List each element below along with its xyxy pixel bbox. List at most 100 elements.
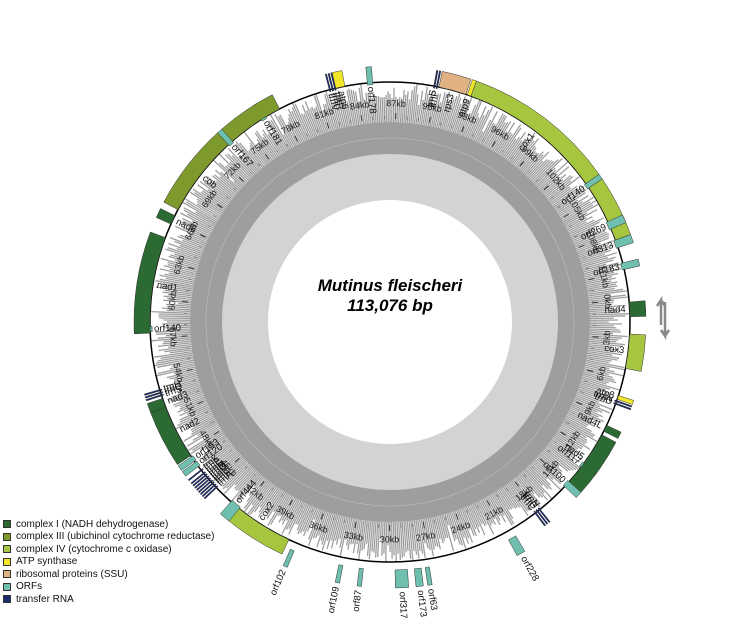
tick-mark [560,431,566,436]
legend-item: complex III (ubichinol cytochrome reduct… [3,531,214,544]
legend-swatch [3,520,11,529]
gene-trnS [433,69,439,89]
minor-tick [207,225,211,228]
tick-label: 30kb [380,534,400,544]
minor-tick [222,440,226,443]
minor-tick [547,449,550,453]
tick-label: 63kb [172,254,187,275]
gene-label: atp8 [595,385,616,401]
minor-tick [205,411,209,414]
minor-tick [187,357,191,360]
gene-trnP [435,70,442,90]
tick-label: 3kb [601,330,612,345]
gene-orf109 [334,564,344,584]
gene-label: trnV [326,92,341,112]
minor-tick [280,494,283,497]
gene-trnL [199,481,215,496]
minor-tick [557,205,561,208]
legend-label: transfer RNA [16,593,74,605]
gene-label: orf109 [326,586,342,615]
minor-tick [505,488,509,492]
minor-tick [434,520,436,524]
tick-mark [294,135,299,142]
tick-mark [197,400,204,405]
minor-tick [571,412,575,414]
legend-swatch [3,532,11,541]
tick-mark [213,430,220,435]
gene-orf317 [394,569,409,589]
gene-nad4L [603,424,622,439]
gene-nad4 [628,300,647,317]
gene-orf167 [217,128,234,147]
gene-orf102 [282,548,295,568]
genome-title: Mutinus fleischeri [317,276,463,295]
tick-mark [326,122,330,129]
legend-label: complex IV (cytochrome c oxidase) [16,543,172,555]
gene-nad6 [155,208,176,225]
tick-mark [428,116,431,123]
tick-mark [543,185,549,191]
minor-tick [332,517,335,521]
gene-nad1 [133,231,166,335]
minor-tick [445,517,447,521]
tick-mark [186,368,193,372]
minor-tick [233,187,237,191]
minor-tick [192,379,196,382]
legend-item: ribosomal proteins (SSU) [3,568,214,581]
tick-label: 54kb [171,362,185,383]
minor-tick [343,519,346,523]
tick-label: 111kb [596,264,611,289]
minor-tick [198,246,202,248]
minor-tick [510,156,514,160]
minor-tick [300,504,303,508]
minor-tick [349,119,352,123]
gene-label: nad1 [156,280,179,294]
gene-trnI [327,72,334,92]
gene-nad2 [150,406,192,465]
minor-tick [450,125,453,129]
tick-mark [288,499,293,506]
minor-tick [285,143,288,147]
gene-trnW [614,399,633,408]
tick-mark [360,114,363,122]
tick-mark [491,141,496,147]
legend: complex I (NADH dehydrogenase)complex II… [3,518,214,606]
gene-orf63 [424,566,433,586]
gene-trnM [194,475,210,489]
gc-midline [205,137,575,507]
gene-label: orf228 [518,554,541,583]
tick-mark [264,153,270,160]
tick-label: 60kb [166,290,178,310]
gene-trnV [324,73,332,93]
tick-mark [563,213,570,218]
minor-tick [531,466,535,470]
gene-trnC [533,510,547,527]
gc-center-hole [268,200,512,444]
gene-label: orf102 [268,568,289,597]
minor-tick [554,441,557,444]
tick-mark [539,458,545,464]
gene-cox3 [625,333,646,372]
gene-trnH [144,388,163,396]
minor-tick [338,122,341,126]
tick-label: 0kb [602,294,613,309]
gene-label: trnQ [163,381,184,397]
minor-tick [482,138,484,142]
tick-mark [592,301,599,304]
minor-tick [196,390,200,393]
minor-tick [584,380,588,383]
minor-tick [306,133,309,137]
minor-tick [536,179,539,182]
gene-trnK [187,468,204,482]
gene-label: trnR [331,91,346,111]
gene-orf140 [584,173,603,190]
tick-mark [461,126,465,133]
minor-tick [244,466,248,469]
minor-tick [496,494,499,498]
legend-item: complex IV (cytochrome c oxidase) [3,543,214,556]
gene-cob [163,132,229,211]
gene-trnE [190,471,207,485]
gene-orf444 [220,499,241,522]
minor-tick [257,163,261,167]
